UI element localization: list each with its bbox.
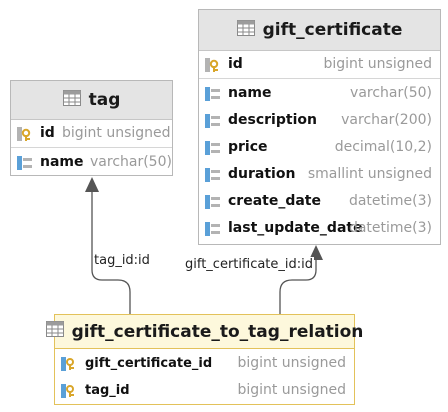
column-row-description[interactable]: description varchar(200) (199, 107, 440, 133)
column-row-tag-id[interactable]: tag_id bigint unsigned (55, 377, 354, 403)
table-icon (62, 89, 81, 111)
arrow-head-gift-certificate (309, 245, 323, 260)
table-gift-certificate[interactable]: gift_certificate id bigint unsigned name… (198, 9, 441, 245)
edge-line-gift-certificate (279, 254, 317, 314)
edge-line-tag (91, 186, 131, 314)
primary-key-column-icon (16, 125, 34, 143)
table-title: tag (88, 90, 121, 110)
key-separator (11, 147, 172, 148)
table-header[interactable]: gift_certificate (199, 10, 440, 51)
column-type: bigint unsigned (237, 355, 346, 371)
column-name: last_update_date (228, 220, 363, 236)
column-name: duration (228, 166, 296, 182)
table-gift-certificate-to-tag-relation[interactable]: gift_certificate_to_tag_relation gift_ce… (45, 314, 363, 405)
column-name: name (228, 85, 272, 101)
column-name: create_date (228, 193, 321, 209)
column-name: gift_certificate_id (85, 355, 213, 371)
table-header[interactable]: tag (11, 81, 172, 120)
arrow-head-tag (85, 177, 99, 192)
edge-label-gift-certificate-id: gift_certificate_id:id (184, 257, 315, 272)
column-icon (204, 85, 222, 103)
column-row-last-update-date[interactable]: last_update_date datetime(3) (199, 215, 440, 241)
column-icon (204, 220, 222, 238)
column-name: name (40, 154, 84, 170)
table-title: gift_certificate_to_tag_relation (71, 321, 364, 342)
column-row-gift-certificate-id[interactable]: gift_certificate_id bigint unsigned (55, 350, 354, 376)
column-name: id (228, 56, 243, 72)
column-icon (204, 193, 222, 211)
table-icon (236, 19, 255, 41)
column-row-create-date[interactable]: create_date datetime(3) (199, 188, 440, 214)
column-icon (16, 154, 34, 172)
column-type: varchar(200) (341, 112, 432, 128)
column-row-price[interactable]: price decimal(10,2) (199, 134, 440, 160)
column-icon (204, 139, 222, 157)
column-name: description (228, 112, 317, 128)
column-name: id (40, 125, 55, 141)
column-icon (204, 112, 222, 130)
table-title: gift_certificate (262, 20, 403, 40)
column-type: varchar(50) (90, 154, 172, 170)
column-type: decimal(10,2) (334, 139, 432, 155)
column-row-id[interactable]: id bigint unsigned (199, 51, 440, 77)
primary-key-column-icon (204, 56, 222, 74)
column-row-duration[interactable]: duration smallint unsigned (199, 161, 440, 187)
column-type: bigint unsigned (323, 56, 432, 72)
column-type: bigint unsigned (62, 125, 171, 141)
column-name: price (228, 139, 268, 155)
column-type: bigint unsigned (237, 382, 346, 398)
column-row-name[interactable]: name varchar(50) (199, 80, 440, 106)
column-row-name[interactable]: name varchar(50) (11, 149, 172, 175)
foreign-key-column-icon (60, 382, 78, 400)
column-type: varchar(50) (350, 85, 432, 101)
table-icon (45, 321, 64, 342)
column-row-id[interactable]: id bigint unsigned (11, 120, 172, 146)
column-type: datetime(3) (348, 193, 432, 209)
column-icon (204, 166, 222, 184)
foreign-key-column-icon (60, 355, 78, 373)
column-type: datetime(3) (348, 220, 432, 236)
column-type: smallint unsigned (307, 166, 432, 182)
key-separator (199, 78, 440, 79)
edge-label-tag-id: tag_id:id (93, 253, 151, 268)
table-tag[interactable]: tag id bigint unsigned name varchar(50) (10, 80, 173, 176)
table-header[interactable]: gift_certificate_to_tag_relation (45, 315, 363, 349)
column-name: tag_id (85, 382, 130, 398)
